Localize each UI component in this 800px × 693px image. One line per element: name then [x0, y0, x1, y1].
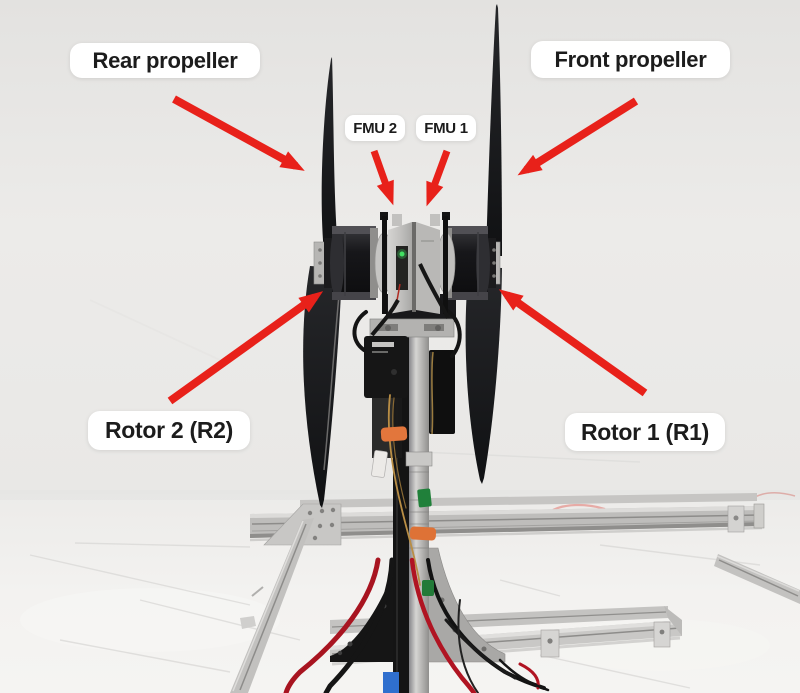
label-front-propeller: Front propeller — [531, 41, 730, 78]
label-rotor-1: Rotor 1 (R1) — [565, 413, 725, 451]
label-rotor-2: Rotor 2 (R2) — [88, 411, 250, 450]
cable-tie-orange — [380, 426, 408, 442]
label-fmu-1: FMU 1 — [416, 115, 476, 141]
blue-tape — [383, 672, 399, 693]
cotter-pin — [251, 586, 264, 597]
rail-end-cap — [753, 503, 765, 529]
mounting-foot — [540, 629, 560, 658]
test-stand-mast — [283, 294, 546, 693]
right-rail — [714, 554, 800, 604]
esc-box-right — [429, 350, 455, 435]
front-propeller-top-blade — [486, 4, 502, 256]
status-led — [399, 251, 405, 257]
mounting-foot — [653, 621, 671, 648]
fmu-stack — [370, 212, 450, 337]
connector-green — [422, 580, 434, 596]
front-propeller-bottom-blade — [465, 266, 502, 484]
front-propeller — [465, 4, 502, 484]
esc-box-left — [364, 336, 408, 398]
cable-tie-orange — [409, 526, 437, 541]
mounting-foot — [240, 616, 256, 629]
rear-propeller-top-blade — [321, 57, 339, 262]
rotor-assembly — [313, 212, 501, 337]
mast-clamp-bracket — [369, 318, 455, 338]
floor-cables — [444, 599, 550, 693]
connector-green — [417, 488, 432, 508]
mounting-foot — [727, 505, 745, 533]
left-rail — [230, 518, 314, 693]
label-rear-propeller: Rear propeller — [70, 43, 260, 78]
label-fmu-2: FMU 2 — [345, 115, 405, 141]
connector-white — [371, 450, 388, 478]
